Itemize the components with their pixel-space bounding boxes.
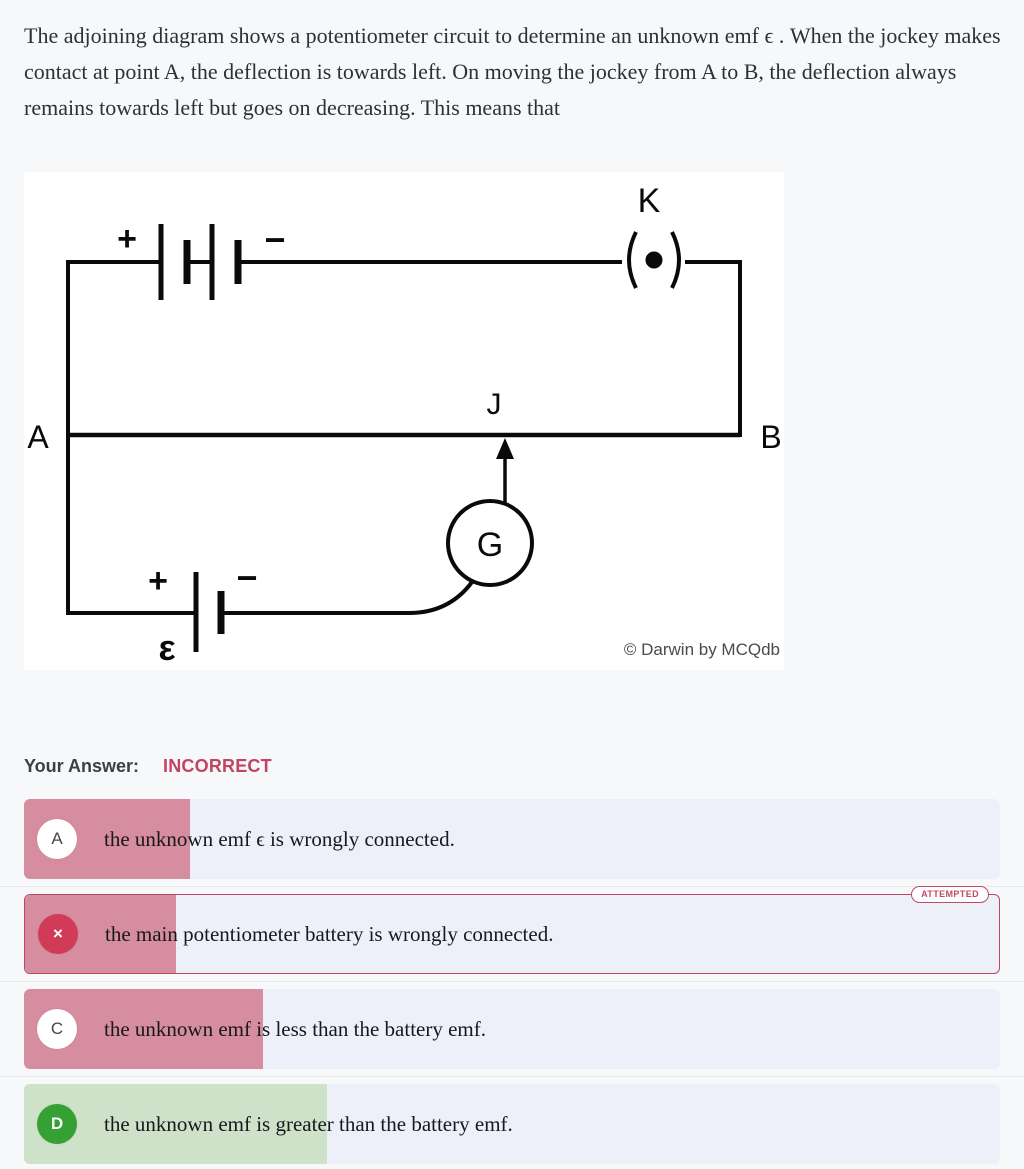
option-c[interactable]: C the unknown emf is less than the batte…	[24, 989, 1000, 1069]
option-d-letter: D	[37, 1104, 77, 1144]
option-c-text: the unknown emf is less than the battery…	[104, 1016, 486, 1041]
key-dot	[645, 251, 663, 269]
key-right-arc	[670, 231, 681, 289]
galvanometer-label: G	[477, 526, 503, 564]
option-c-letter: C	[37, 1009, 77, 1049]
question-text: The adjoining diagram shows a potentiome…	[24, 23, 1001, 120]
option-a[interactable]: A the unknown emf ϵ is wrongly connected…	[24, 799, 1000, 879]
option-row-d: D the unknown emf is greater than the ba…	[0, 1076, 1024, 1169]
option-row-c: C the unknown emf is less than the batte…	[0, 981, 1024, 1076]
option-row-a: A the unknown emf ϵ is wrongly connected…	[0, 792, 1024, 886]
attempted-badge: ATTEMPTED	[911, 886, 989, 903]
circuit-svg: K A B J G + − + − ε © Darwin by MCQdb	[27, 182, 781, 668]
answer-status-badge: INCORRECT	[163, 755, 272, 776]
top-battery-plus: +	[117, 220, 137, 258]
galvanometer-circle	[446, 499, 534, 587]
key-label: K	[638, 182, 661, 220]
point-b-label: B	[760, 419, 781, 455]
jockey-label: J	[487, 388, 502, 421]
option-d[interactable]: D the unknown emf is greater than the ba…	[24, 1084, 1000, 1164]
bottom-battery-plus: +	[148, 562, 168, 600]
option-a-text: the unknown emf ϵ is wrongly connected.	[104, 826, 455, 851]
jockey-arrowhead-icon	[496, 438, 514, 459]
top-battery-minus: −	[264, 219, 285, 260]
key-left-arc	[627, 231, 638, 289]
watermark: © Darwin by MCQdb	[624, 640, 780, 659]
point-a-label: A	[27, 419, 49, 455]
bottom-battery-minus: −	[236, 557, 257, 598]
option-b[interactable]: × the main potentiometer battery is wron…	[24, 886, 1000, 974]
option-row-b: × the main potentiometer battery is wron…	[0, 886, 1024, 981]
options-list: A the unknown emf ϵ is wrongly connected…	[0, 792, 1024, 1169]
emf-symbol-label: ε	[158, 627, 175, 668]
your-answer-label: Your Answer:	[24, 755, 140, 776]
wrong-answer-cross-icon: ×	[38, 914, 78, 954]
option-b-text: the main potentiometer battery is wrongl…	[105, 921, 554, 946]
answer-status-row: Your Answer: INCORRECT	[24, 753, 272, 779]
option-d-text: the unknown emf is greater than the batt…	[104, 1111, 513, 1136]
wire-curve-to-galvanometer	[408, 580, 474, 615]
potentiometer-circuit-diagram: K A B J G + − + − ε © Darwin by MCQdb	[24, 172, 784, 670]
option-a-letter: A	[37, 819, 77, 859]
